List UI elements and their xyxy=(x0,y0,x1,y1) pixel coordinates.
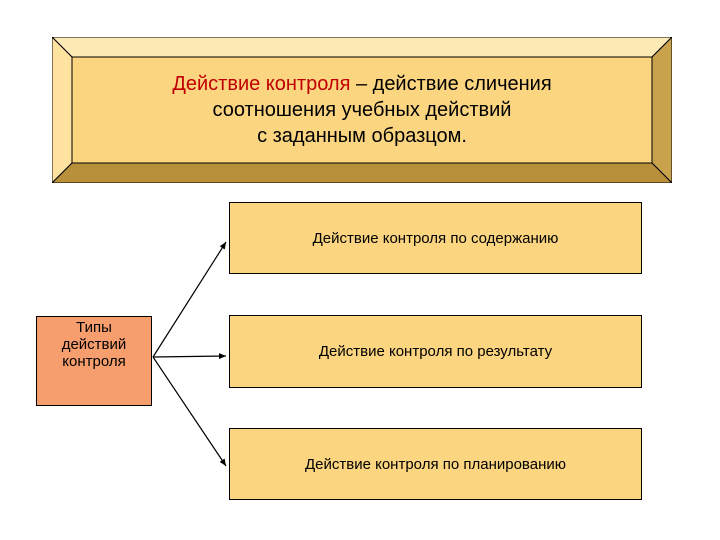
definition-line-3: с заданным образцом. xyxy=(257,125,467,147)
definition-line-2: соотношения учебных действий xyxy=(212,99,512,121)
content-control-box: Действие контроля по содержанию xyxy=(229,202,642,274)
planning-control-box: Действие контроля по планированию xyxy=(229,428,642,500)
types-line-1: Типы xyxy=(76,319,112,336)
types-line-3: контроля xyxy=(62,353,126,370)
arrow-to-planning xyxy=(152,356,227,467)
result-control-box: Действие контроля по результату xyxy=(229,315,642,388)
arrow-to-content xyxy=(152,241,227,358)
content-control-label: Действие контроля по содержанию xyxy=(312,229,559,247)
definition-frame: Действие контроля – действие сличения со… xyxy=(52,37,672,183)
definition-line-1-rest: – действие сличения xyxy=(350,73,552,95)
definition-term: Действие контроля xyxy=(172,73,351,95)
definition-text: Действие контроля – действие сличения со… xyxy=(72,57,652,163)
result-control-label: Действие контроля по результату xyxy=(318,343,553,360)
bevel-frame-shape xyxy=(52,37,672,183)
types-line-2: действий xyxy=(61,336,127,353)
arrow-to-result xyxy=(152,353,227,360)
definition-line-1: Действие контроля – действие сличения xyxy=(172,71,551,97)
control-types-box: Типы действий контроля xyxy=(36,316,152,406)
planning-control-label: Действие контроля по планированию xyxy=(305,455,566,473)
